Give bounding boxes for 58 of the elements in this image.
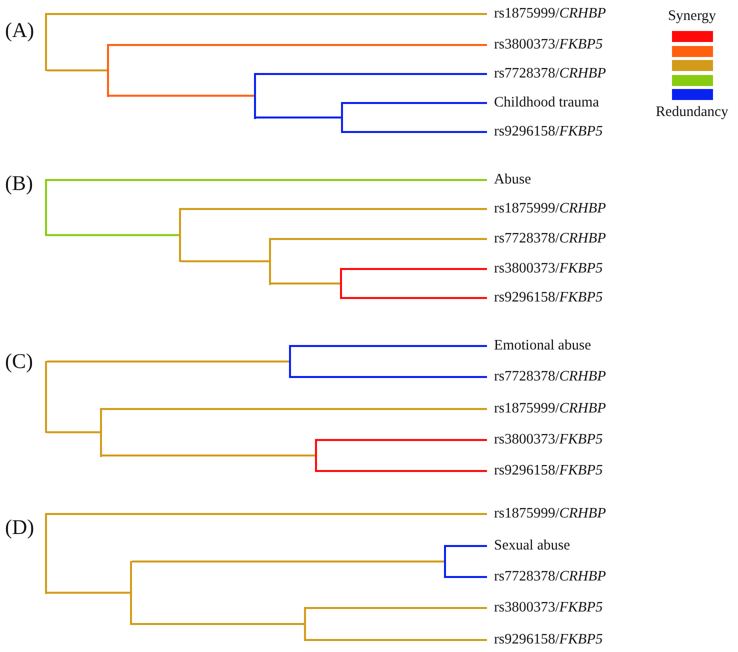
branch-line [47,13,487,15]
branch-line [317,439,487,441]
branch-line [109,44,487,46]
branch-line [47,513,487,515]
leaf-label: rs3800373/FKBP5 [494,36,603,54]
legend-label: Synergy [668,8,716,25]
leaf-label: rs3800373/FKBP5 [494,260,603,278]
leaf-label: Abuse [494,172,532,188]
branch-line [132,560,444,562]
panel-label: (A) [5,18,34,42]
branch-line [181,260,269,262]
leaf-label: rs3800373/FKBP5 [494,432,603,448]
branch-line [47,179,487,181]
branch-line [271,282,340,284]
branch-line [343,131,487,133]
branch-line [342,268,487,270]
leaf-label: rs1875999/CRHBP [494,200,606,218]
branch-line [446,545,487,547]
branch-line [271,238,487,240]
branch-line [47,592,130,594]
leaf-label: Childhood trauma [494,94,600,112]
leaf-label: rs9296158/FKBP5 [494,124,603,140]
branch-line [306,639,487,641]
leaf-label: rs7728378/CRHBP [494,230,606,248]
leaf-label: Emotional abuse [494,338,592,354]
leaf-label: rs9296158/FKBP5 [494,290,603,306]
branch-line [109,94,254,97]
branch-line [132,623,304,625]
branch-line [256,73,487,75]
panel-label: (B) [5,171,33,195]
legend-label: Redundancy [656,104,728,122]
leaf-label: rs7728378/CRHBP [494,66,606,82]
leaf-label: rs9296158/FKBP5 [494,462,603,480]
branch-line [291,345,487,347]
panel-label: (D) [5,515,34,539]
leaf-label: rs3800373/FKBP5 [494,600,603,616]
leaf-label: rs1875999/CRHBP [494,506,606,522]
branch-line [47,360,289,362]
leaf-label: rs9296158/FKBP5 [494,632,603,648]
leaf-label: rs1875999/CRHBP [494,400,606,418]
branch-line [47,69,107,72]
branch-line [317,470,487,472]
leaf-label: rs7728378/CRHBP [494,368,606,386]
leaf-label: Sexual abuse [494,538,570,554]
branch-line [291,376,487,378]
branch-line [342,297,487,299]
branch-line [47,431,100,434]
branch-line [102,408,487,410]
branch-line [102,454,315,456]
branch-line [47,234,179,236]
branch-line [256,116,341,118]
branch-line [181,208,487,210]
leaf-label: rs1875999/CRHBP [494,6,606,22]
branch-line [343,102,487,104]
leaf-label: rs7728378/CRHBP [494,568,606,586]
panel-label: (C) [5,349,33,373]
branch-line [306,607,487,609]
branch-line [446,576,487,578]
